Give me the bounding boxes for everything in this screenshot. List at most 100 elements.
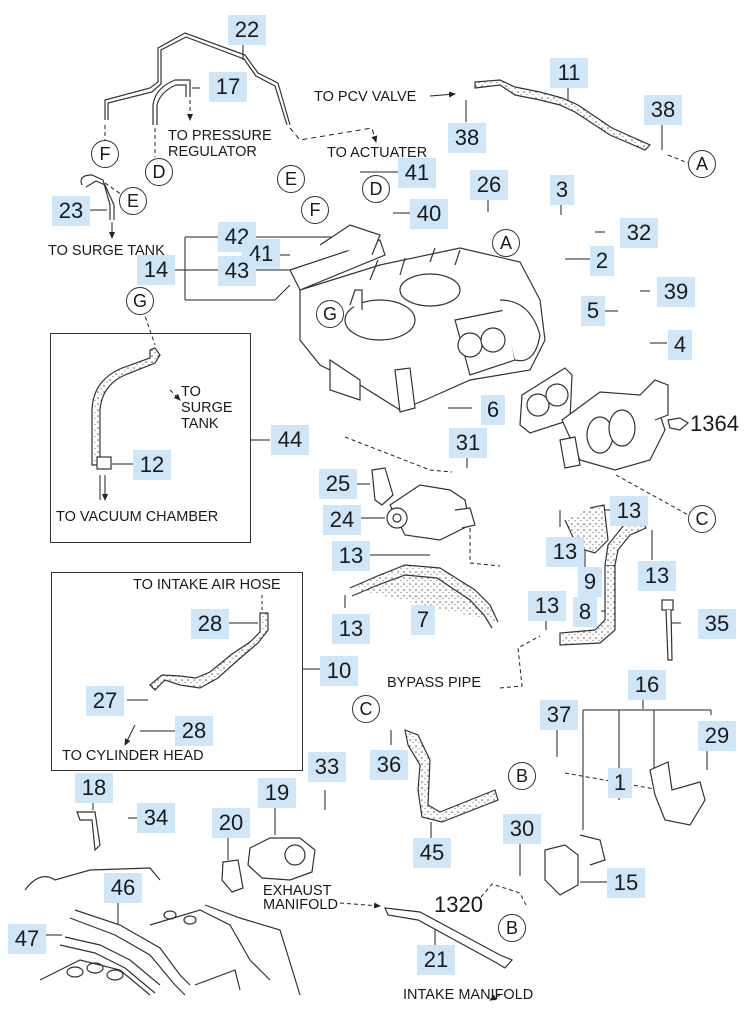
ref-circle-c-right[interactable]: C bbox=[688, 505, 716, 533]
callout-13-throttle-top[interactable]: 13 bbox=[610, 496, 648, 526]
part-45-hose bbox=[404, 729, 499, 823]
callout-34[interactable]: 34 bbox=[137, 803, 175, 833]
ref-number-1364[interactable]: 1364 bbox=[690, 411, 739, 436]
callout-15[interactable]: 15 bbox=[607, 868, 645, 898]
callout-16[interactable]: 16 bbox=[628, 670, 666, 700]
callout-13-hose9-left[interactable]: 13 bbox=[546, 537, 584, 567]
note-to-pressure-regulator-line1: TO PRESSURE bbox=[168, 128, 272, 144]
callout-8[interactable]: 8 bbox=[573, 597, 597, 627]
callout-1[interactable]: 1 bbox=[608, 768, 632, 798]
callout-38-left[interactable]: 38 bbox=[448, 123, 486, 153]
part-19-egr-valve bbox=[247, 837, 316, 881]
callout-21[interactable]: 21 bbox=[417, 945, 455, 975]
part-18-bracket bbox=[76, 811, 101, 852]
part-6-gasket bbox=[519, 367, 573, 434]
parts-46-47-pipes-and-head bbox=[24, 867, 301, 996]
callout-37[interactable]: 37 bbox=[540, 700, 578, 730]
note-to-surge-tank-box-line1: TO bbox=[181, 384, 201, 400]
part-24-iac-valve bbox=[386, 484, 476, 541]
part-17-hose bbox=[152, 79, 191, 125]
ref-circle-b-solenoid[interactable]: B bbox=[498, 914, 526, 942]
callout-22[interactable]: 22 bbox=[228, 15, 266, 45]
part-15-solenoid-valve bbox=[544, 834, 606, 896]
part-20-gasket bbox=[221, 859, 244, 893]
callout-12[interactable]: 12 bbox=[133, 450, 171, 480]
note-to-intake-air-hose: TO INTAKE AIR HOSE bbox=[133, 577, 281, 593]
ref-circle-a-manifold[interactable]: A bbox=[492, 229, 520, 257]
ref-circle-c-hose45[interactable]: C bbox=[352, 695, 380, 723]
callout-11[interactable]: 11 bbox=[550, 58, 588, 88]
part-21-pipe bbox=[384, 907, 514, 969]
ref-circle-f-manifold[interactable]: F bbox=[301, 196, 329, 224]
note-exhaust-manifold-line1: EXHAUST bbox=[263, 883, 332, 899]
callout-4[interactable]: 4 bbox=[668, 330, 692, 360]
note-bypass-pipe: BYPASS PIPE bbox=[387, 675, 482, 691]
callout-9[interactable]: 9 bbox=[578, 567, 602, 597]
callout-44[interactable]: 44 bbox=[271, 425, 309, 455]
callout-46[interactable]: 46 bbox=[104, 873, 142, 903]
callout-27[interactable]: 27 bbox=[86, 686, 124, 716]
callout-14[interactable]: 14 bbox=[137, 255, 175, 285]
callout-23[interactable]: 23 bbox=[52, 196, 90, 226]
callout-26[interactable]: 26 bbox=[470, 170, 508, 200]
callout-20[interactable]: 20 bbox=[212, 808, 250, 838]
callout-3[interactable]: 3 bbox=[550, 175, 574, 205]
callout-39[interactable]: 39 bbox=[657, 277, 695, 307]
callout-36[interactable]: 36 bbox=[370, 750, 408, 780]
callout-31[interactable]: 31 bbox=[449, 428, 487, 458]
part-10-hose bbox=[149, 612, 269, 691]
callout-40[interactable]: 40 bbox=[410, 199, 448, 229]
ref-circle-g-left[interactable]: G bbox=[126, 287, 154, 315]
callout-13-hose8-right[interactable]: 13 bbox=[638, 561, 676, 591]
callout-18[interactable]: 18 bbox=[75, 773, 113, 803]
callout-29[interactable]: 29 bbox=[698, 721, 736, 751]
part-35-cable-tie bbox=[661, 599, 674, 661]
part-7-hose bbox=[349, 564, 499, 629]
ref-circle-e-left[interactable]: E bbox=[119, 187, 147, 215]
part-22-vacuum-pipe bbox=[104, 32, 291, 126]
callout-6[interactable]: 6 bbox=[481, 395, 505, 425]
ref-circle-d-manifold[interactable]: D bbox=[362, 175, 390, 203]
ref-number-1320[interactable]: 1320 bbox=[434, 892, 483, 917]
note-to-surge-tank: TO SURGE TANK bbox=[48, 243, 165, 259]
callout-25[interactable]: 25 bbox=[319, 469, 357, 499]
part-12-hose bbox=[91, 347, 161, 470]
callout-5[interactable]: 5 bbox=[581, 296, 605, 326]
callout-13-iac[interactable]: 13 bbox=[332, 541, 370, 571]
callout-17[interactable]: 17 bbox=[209, 72, 247, 102]
callout-32[interactable]: 32 bbox=[620, 218, 658, 248]
part-14-bracket bbox=[289, 224, 386, 291]
note-to-cylinder-head: TO CYLINDER HEAD bbox=[62, 748, 204, 764]
throttle-body bbox=[559, 379, 690, 471]
callout-33[interactable]: 33 bbox=[308, 752, 346, 782]
ref-circle-a-right[interactable]: A bbox=[688, 150, 716, 178]
part-23-hose bbox=[80, 174, 115, 220]
group-44-frame bbox=[50, 333, 251, 543]
callout-19[interactable]: 19 bbox=[258, 778, 296, 808]
ref-circle-g-manifold[interactable]: G bbox=[316, 300, 344, 328]
callout-30[interactable]: 30 bbox=[503, 814, 541, 844]
callout-2[interactable]: 2 bbox=[590, 246, 614, 276]
callout-35[interactable]: 35 bbox=[698, 609, 736, 639]
note-to-actuater: TO ACTUATER bbox=[327, 145, 428, 161]
callout-43[interactable]: 43 bbox=[218, 256, 256, 286]
callout-24[interactable]: 24 bbox=[323, 505, 361, 535]
ref-circle-b-hose45[interactable]: B bbox=[508, 762, 536, 790]
callout-13-hose7[interactable]: 13 bbox=[332, 614, 370, 644]
callout-38-right[interactable]: 38 bbox=[644, 95, 682, 125]
callout-28-top[interactable]: 28 bbox=[191, 609, 229, 639]
callout-13-bypass[interactable]: 13 bbox=[528, 591, 566, 621]
ref-circle-f-top[interactable]: F bbox=[91, 140, 119, 168]
ref-circle-e-manifold[interactable]: E bbox=[277, 165, 305, 193]
callout-10[interactable]: 10 bbox=[320, 656, 358, 686]
callout-7[interactable]: 7 bbox=[411, 605, 435, 635]
ref-circle-d-top[interactable]: D bbox=[145, 158, 173, 186]
callout-47[interactable]: 47 bbox=[8, 924, 46, 954]
callout-41-top[interactable]: 41 bbox=[398, 158, 436, 188]
intake-manifold bbox=[299, 247, 546, 413]
callout-45[interactable]: 45 bbox=[413, 838, 451, 868]
part-25-gasket bbox=[371, 467, 394, 506]
callout-28-bottom[interactable]: 28 bbox=[175, 716, 213, 746]
note-to-pressure-regulator-line2: REGULATOR bbox=[168, 144, 257, 160]
